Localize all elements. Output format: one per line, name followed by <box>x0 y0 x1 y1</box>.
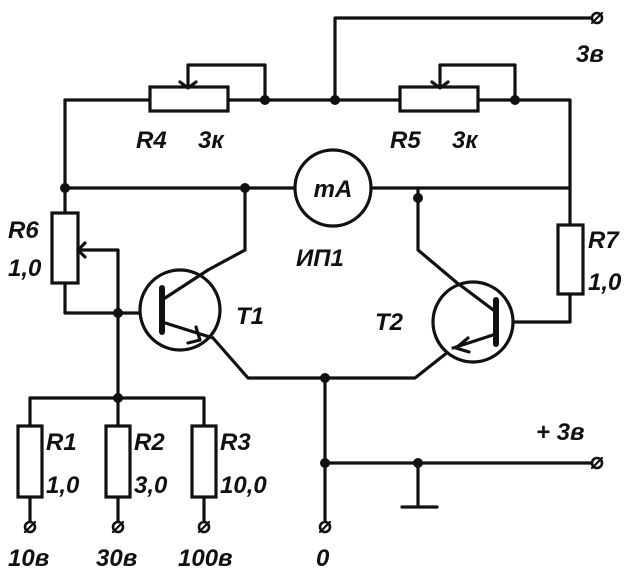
r2-value: 3,0 <box>134 472 168 499</box>
r5-value: 3к <box>452 127 479 154</box>
r6-value: 1,0 <box>8 255 42 282</box>
in1-terminal-label: 10в <box>8 545 49 572</box>
r1-value: 1,0 <box>46 472 80 499</box>
resistor-r6 <box>50 211 87 285</box>
meter-symbol: mA <box>314 176 353 203</box>
transistor-t2 <box>431 280 515 364</box>
junction-dots <box>60 95 520 468</box>
terminal-in1[interactable] <box>23 520 37 534</box>
wires <box>28 16 595 524</box>
t1-ref: T1 <box>236 303 264 330</box>
r6-ref: R6 <box>8 217 39 244</box>
resistor-r7 <box>556 223 585 296</box>
transistor-t1 <box>138 268 222 352</box>
terminal-top[interactable] <box>590 11 604 25</box>
terminals <box>23 11 604 534</box>
r4-ref: R4 <box>136 127 167 154</box>
t2-ref: T2 <box>375 309 404 336</box>
resistor-r2 <box>104 424 132 499</box>
terminal-plus[interactable] <box>590 456 604 470</box>
labels: R4 3к R5 3к R6 1,0 R7 1,0 ИП1 T1 T2 R1 1… <box>8 41 622 572</box>
r2-ref: R2 <box>134 429 165 456</box>
r3-ref: R3 <box>220 429 251 456</box>
r7-ref: R7 <box>588 227 620 254</box>
meter-ref: ИП1 <box>296 245 344 272</box>
r7-value: 1,0 <box>588 269 622 296</box>
in2-terminal-label: 30в <box>96 545 137 572</box>
in3-terminal-label: 100в <box>178 545 233 572</box>
milliammeter: mA <box>293 148 373 228</box>
resistor-r5 <box>398 80 480 113</box>
r1-ref: R1 <box>46 429 77 456</box>
terminal-in3[interactable] <box>197 520 211 534</box>
resistor-r4 <box>148 80 230 113</box>
resistor-r3 <box>190 424 218 499</box>
terminal-in2[interactable] <box>111 520 125 534</box>
r4-value: 3к <box>198 127 225 154</box>
plus-terminal-label: + 3в <box>536 419 585 446</box>
r3-value: 10,0 <box>220 472 267 499</box>
r5-ref: R5 <box>390 127 421 154</box>
resistor-r1 <box>16 424 44 499</box>
zero-terminal-label: 0 <box>316 545 330 572</box>
top-terminal-label: 3в <box>576 41 604 68</box>
terminal-zero[interactable] <box>318 520 332 534</box>
